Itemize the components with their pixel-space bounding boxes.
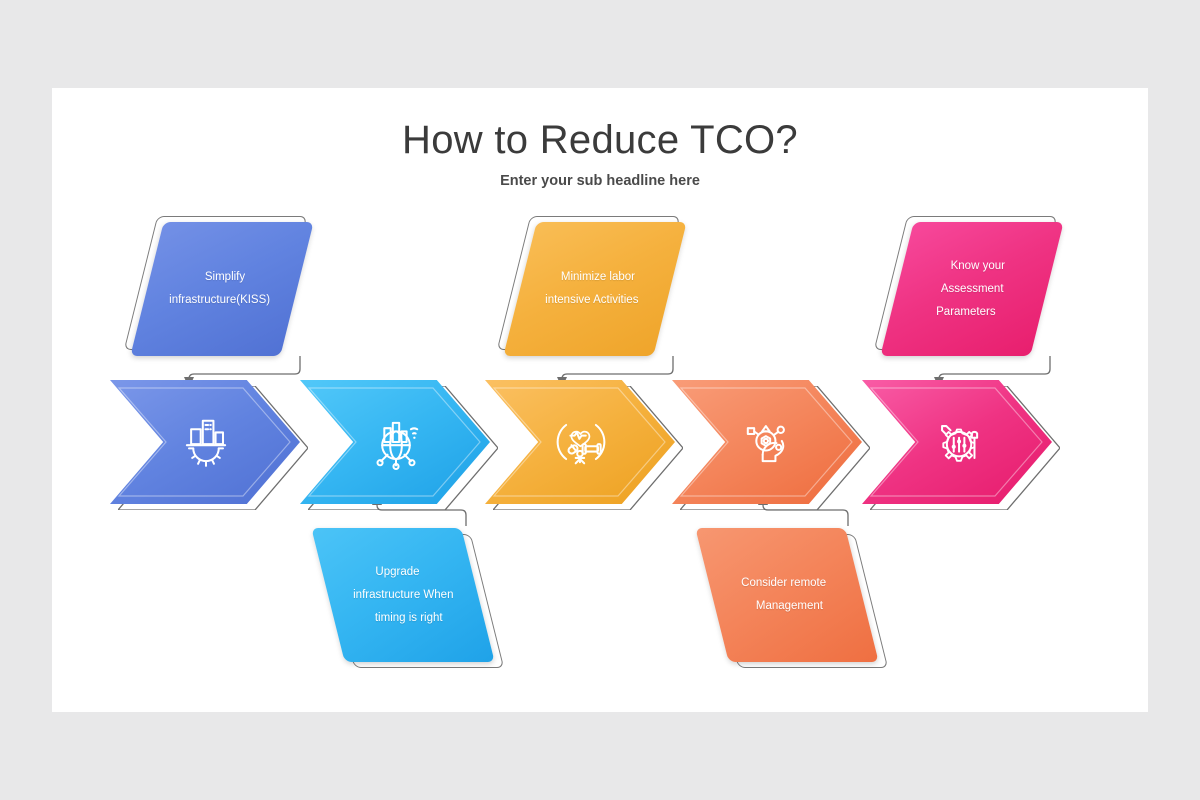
card-label: Simplify infrastructure(KISS) bbox=[130, 222, 313, 356]
global-network-wifi-icon bbox=[362, 408, 430, 476]
card-label: Know your Assessment Parameters bbox=[880, 222, 1063, 356]
step-card-1[interactable]: Simplify infrastructure(KISS) bbox=[123, 216, 314, 356]
card-line: infrastructure(KISS) bbox=[168, 294, 270, 306]
city-buildings-gear-icon bbox=[172, 408, 240, 476]
card-line: infrastructure When bbox=[352, 588, 454, 601]
card-line: Parameters bbox=[936, 305, 996, 318]
card-line: timing is right bbox=[374, 611, 443, 624]
card-line: Consider remote bbox=[741, 577, 827, 589]
step-card-5[interactable]: Know your Assessment Parameters bbox=[873, 216, 1064, 356]
process-chevron-5[interactable] bbox=[862, 380, 1060, 510]
head-gear-ai-icon bbox=[734, 408, 802, 476]
health-fitness-circle-icon bbox=[547, 408, 615, 476]
step-card-2[interactable]: Upgrade infrastructure When timing is ri… bbox=[311, 528, 505, 668]
card-line: Simplify bbox=[204, 271, 245, 283]
step-card-3[interactable]: Minimize labor intensive Activities bbox=[496, 216, 687, 356]
card-line: intensive Activities bbox=[545, 294, 639, 306]
process-chevron-3[interactable] bbox=[485, 380, 683, 510]
page-subtitle: Enter your sub headline here bbox=[500, 173, 700, 189]
card-line: Upgrade bbox=[375, 565, 420, 578]
card-line: Know your bbox=[950, 259, 1005, 272]
card-label: Minimize labor intensive Activities bbox=[503, 222, 686, 356]
step-card-4[interactable]: Consider remote Management bbox=[695, 528, 889, 668]
process-chevron-2[interactable] bbox=[300, 380, 498, 510]
card-line: Management bbox=[756, 600, 824, 612]
wrench-gear-settings-icon bbox=[924, 408, 992, 476]
slide-canvas: How to Reduce TCO? Enter your sub headli… bbox=[52, 88, 1148, 712]
card-line: Assessment bbox=[940, 282, 1004, 295]
process-chevron-1[interactable] bbox=[110, 380, 308, 510]
process-chevron-4[interactable] bbox=[672, 380, 870, 510]
card-line: Minimize labor bbox=[560, 271, 635, 283]
page-title: How to Reduce TCO? bbox=[402, 118, 798, 162]
